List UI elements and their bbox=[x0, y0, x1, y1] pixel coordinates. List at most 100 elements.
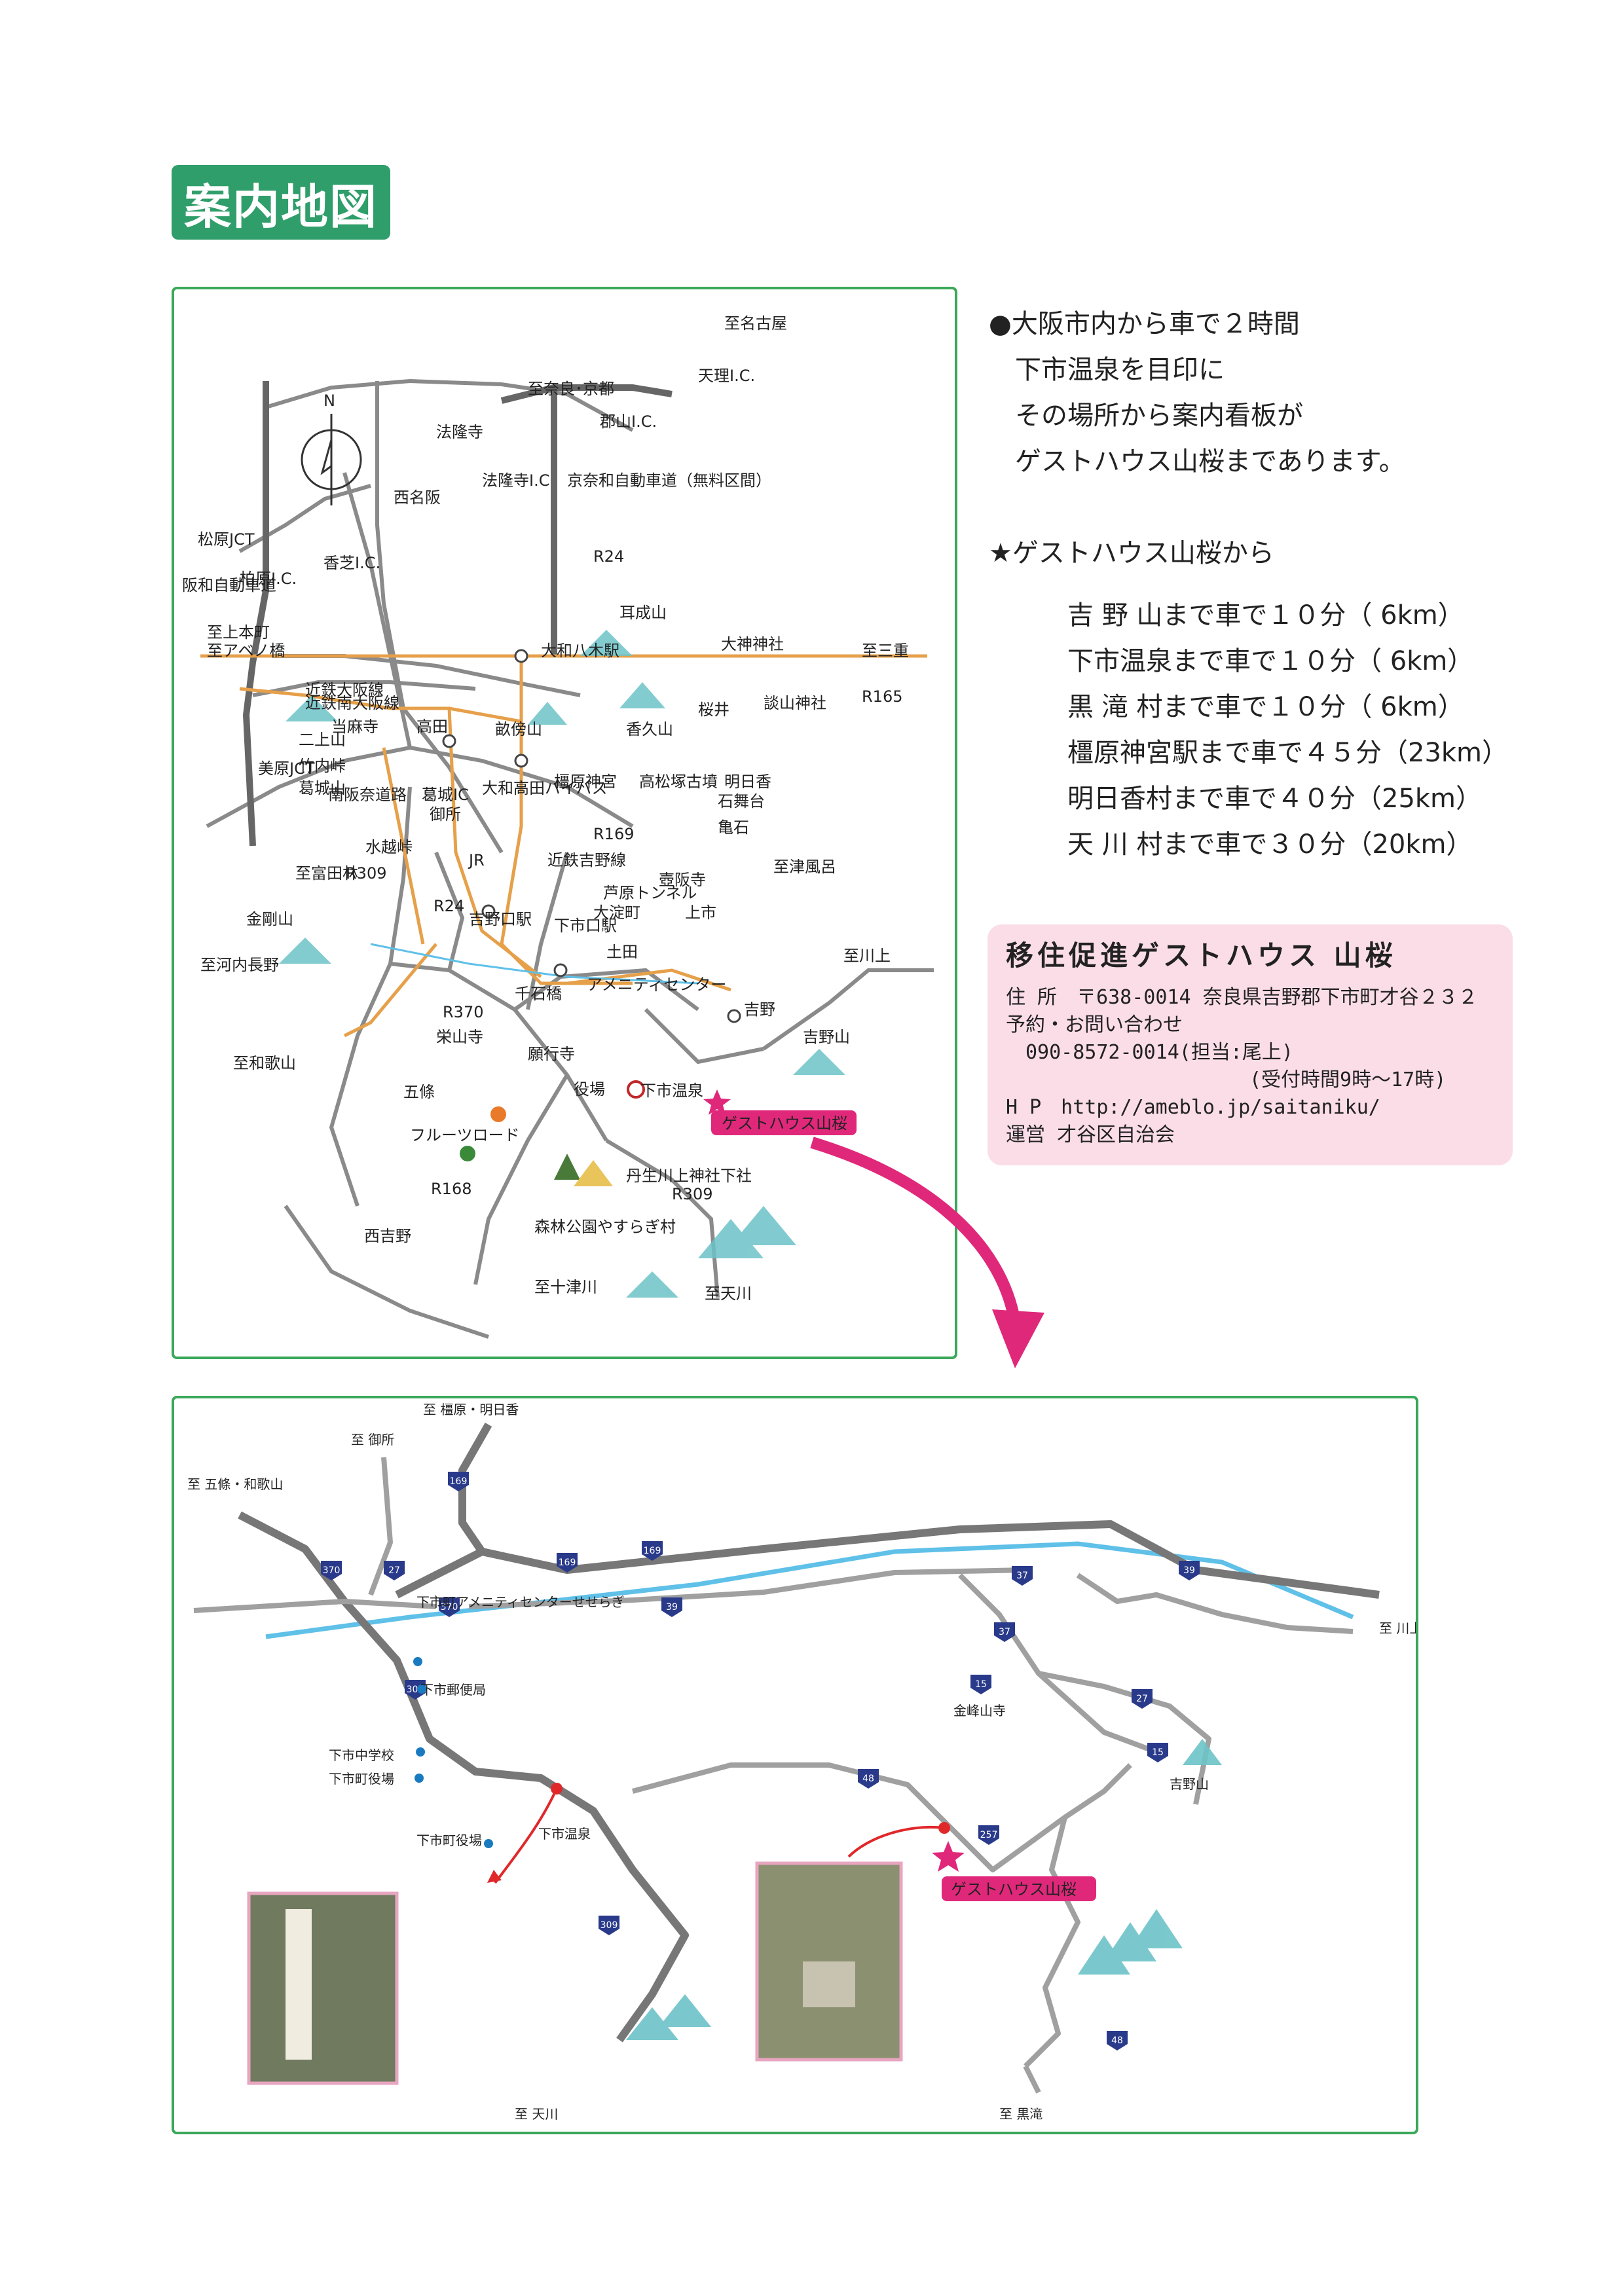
distance-list: 吉 野 山まで車で１０分（ 6km） 下市温泉まで車で１０分（ 6km） 黒 滝… bbox=[1067, 592, 1508, 867]
map-label: 当麻寺 bbox=[331, 718, 378, 736]
map-label: 大和高田バイパス bbox=[482, 779, 608, 797]
map-label: 至天川 bbox=[705, 1285, 752, 1303]
map-label: 下市口駅 bbox=[554, 917, 617, 935]
map-label: 至奈良･京都 bbox=[528, 380, 614, 398]
map-label: 耳成山 bbox=[619, 604, 667, 622]
distance-row: 吉 野 山まで車で１０分（ 6km） bbox=[1067, 600, 1464, 630]
map-label: 至川上 bbox=[843, 947, 891, 965]
contact-card: 移住促進ゲストハウス 山桜 住 所 〒638-0014 奈良県吉野郡下市町才谷２… bbox=[987, 924, 1513, 1165]
route-shield: 39 bbox=[661, 1597, 682, 1617]
map-label: ゲストハウス山桜 bbox=[951, 1880, 1077, 1899]
map-label: 至 黒滝 bbox=[999, 2106, 1043, 2122]
map-label: 大神神社 bbox=[721, 635, 784, 653]
map-label: 香芝I.C. bbox=[323, 554, 380, 572]
map-label: 葛城山 bbox=[299, 779, 346, 797]
signpost-photo bbox=[247, 1891, 399, 2085]
map-label: 近鉄吉野線 bbox=[547, 851, 626, 869]
contact-phone[interactable]: 090-8572-0014(担当:尾上) bbox=[1025, 1041, 1293, 1064]
guesthouse-star-icon bbox=[703, 1089, 731, 1115]
map-label: R169 bbox=[593, 825, 634, 843]
map-label: フルーツロード bbox=[410, 1126, 520, 1144]
map-label: 至 天川 bbox=[515, 2106, 558, 2122]
svg-text:370: 370 bbox=[323, 1565, 341, 1576]
route-shield: 257 bbox=[978, 1825, 999, 1845]
svg-text:48: 48 bbox=[862, 1774, 874, 1784]
page-title: 案内地図 bbox=[172, 165, 390, 240]
distance-row: 橿原神宮駅まで車で４５分（23km） bbox=[1067, 738, 1509, 768]
map-label: 土田 bbox=[606, 943, 638, 961]
from-heading: ★ゲストハウス山桜から bbox=[989, 538, 1274, 568]
map-label: 至三重 bbox=[862, 642, 909, 660]
area-map-svg: N 至奈良･京都天理I.C.至名古屋郡山I.C.法隆寺法隆寺I.C西名阪松原JC… bbox=[182, 314, 934, 1339]
info-line-2: 下市温泉を目印に bbox=[1015, 355, 1225, 385]
map-label: 至 川上 bbox=[1379, 1620, 1416, 1636]
map-label: JR bbox=[468, 851, 485, 869]
map-label: 吉野口駅 bbox=[469, 910, 532, 928]
guesthouse-tag bbox=[942, 1876, 1096, 1901]
svg-text:169: 169 bbox=[644, 1546, 661, 1556]
map-label: 千石橋 bbox=[515, 985, 562, 1003]
map-label: 大淀町 bbox=[593, 903, 640, 922]
map-label: 南阪奈道路 bbox=[328, 786, 407, 804]
fruit-icon bbox=[460, 1106, 506, 1161]
access-info: ●大阪市内から車で２時間 下市温泉を目印に その場所から案内看板が ゲストハウス… bbox=[989, 301, 1578, 576]
route-shield: 48 bbox=[1107, 2031, 1128, 2050]
map-label: 金剛山 bbox=[246, 910, 293, 928]
map-label: R24 bbox=[434, 897, 464, 915]
svg-text:309: 309 bbox=[600, 1920, 618, 1931]
contact-inquiry: 予約・お問い合わせ bbox=[1006, 1013, 1183, 1036]
camp-icon bbox=[554, 1154, 613, 1186]
map-label: 五條 bbox=[403, 1083, 435, 1101]
info-line-3: その場所から案内看板が bbox=[1015, 401, 1303, 431]
map-label: 吉野山 bbox=[1170, 1776, 1209, 1792]
guesthouse-star-icon bbox=[932, 1841, 965, 1872]
map-label: 吉野山 bbox=[803, 1028, 850, 1046]
route-shield: 37 bbox=[1012, 1566, 1033, 1586]
contact-homepage-link[interactable]: H P http://ameblo.jp/saitaniku/ bbox=[1006, 1096, 1380, 1119]
map-label: 御所 bbox=[430, 805, 461, 824]
svg-text:37: 37 bbox=[999, 1627, 1010, 1637]
route-shield: 15 bbox=[1147, 1743, 1168, 1762]
map-label: 森林公園やすらぎ村 bbox=[534, 1218, 676, 1236]
map-label: 葛城IC bbox=[422, 786, 469, 804]
route-shield: 169 bbox=[448, 1472, 469, 1491]
map-label: 役場 bbox=[574, 1080, 605, 1099]
map-label: 亀石 bbox=[718, 818, 749, 837]
map-label: 下市温泉 bbox=[640, 1082, 703, 1100]
distance-row: 下市温泉まで車で１０分（ 6km） bbox=[1067, 646, 1474, 676]
map-label: 石舞台 bbox=[718, 792, 765, 811]
map-label: 至 橿原・明日香 bbox=[423, 1402, 519, 1417]
map-label: R309 bbox=[672, 1185, 712, 1203]
svg-text:169: 169 bbox=[450, 1476, 468, 1487]
map-label: 下市町役場 bbox=[329, 1771, 394, 1787]
map-label: 壺阪寺 bbox=[659, 871, 706, 889]
map-label: R309 bbox=[346, 864, 386, 883]
svg-text:39: 39 bbox=[1183, 1565, 1195, 1576]
map-label: 栄山寺 bbox=[436, 1028, 483, 1046]
map-label: 西吉野 bbox=[364, 1227, 411, 1245]
svg-text:370: 370 bbox=[441, 1602, 458, 1613]
svg-text:27: 27 bbox=[388, 1565, 400, 1576]
svg-text:39: 39 bbox=[666, 1602, 678, 1613]
map-label: 二上山 bbox=[299, 731, 346, 749]
map-label: 至 五條・和歌山 bbox=[187, 1476, 283, 1492]
guesthouse-tag bbox=[711, 1110, 857, 1135]
route-shield: 15 bbox=[970, 1675, 991, 1694]
route-shield: 370 bbox=[439, 1597, 460, 1617]
contact-address: 住 所 〒638-0014 奈良県吉野郡下市町才谷２３２ bbox=[1006, 986, 1478, 1009]
map-label: 近鉄大阪線 bbox=[305, 681, 384, 699]
map-label: 松原JCT bbox=[198, 530, 255, 549]
map-label: 天理I.C. bbox=[698, 367, 755, 385]
onsen-icon bbox=[627, 1080, 645, 1099]
distance-row: 天 川 村まで車で３０分（20km） bbox=[1067, 829, 1473, 860]
route-shield: 169 bbox=[642, 1541, 663, 1561]
map-label: 高松塚古墳 bbox=[639, 773, 718, 791]
compass-icon bbox=[301, 414, 362, 505]
map-label: 下市町役場 bbox=[416, 1832, 482, 1848]
map-label: 至富田林 bbox=[295, 864, 358, 883]
map-label: 至名古屋 bbox=[724, 314, 787, 333]
contact-hours: (受付時間9時～17時) bbox=[1249, 1068, 1447, 1091]
map-label: 京奈和自動車道（無料区間） bbox=[567, 471, 771, 490]
route-shield: 48 bbox=[858, 1769, 879, 1789]
